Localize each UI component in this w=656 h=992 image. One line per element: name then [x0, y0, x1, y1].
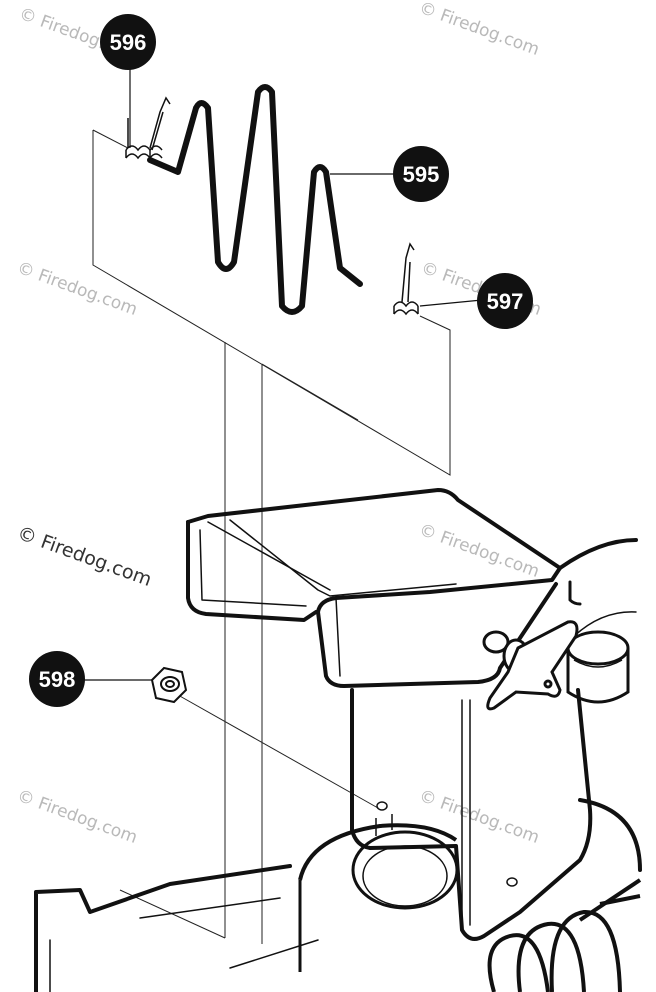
watermark-faint: © Firedog.com [14, 786, 140, 848]
svg-text:596: 596 [110, 30, 147, 55]
guide-diagonal [261, 363, 359, 421]
watermark-faint: © Firedog.com [14, 258, 140, 320]
chute-assembly [34, 488, 642, 992]
watermark-layer: © Firedog.com © Firedog.com © Firedog.co… [14, 0, 544, 848]
callout-595[interactable]: 595 [393, 146, 449, 202]
bolt-holes [376, 801, 518, 887]
fuel-cap [566, 630, 630, 704]
leader-597 [419, 299, 483, 307]
callout-596[interactable]: 596 [100, 14, 156, 70]
impeller [487, 878, 642, 992]
watermark-faint: © Firedog.com [416, 520, 542, 582]
callout-598[interactable]: 598 [29, 651, 85, 707]
spring-wire [147, 84, 363, 315]
torsion-spring-597 [393, 242, 419, 316]
nut-598 [150, 666, 188, 704]
svg-text:595: 595 [403, 162, 440, 187]
svg-text:597: 597 [487, 289, 524, 314]
leader-lines [78, 66, 483, 681]
watermark-main: © Firedog.com [14, 522, 154, 591]
torsion-spring-596 [125, 96, 171, 160]
guide-top-edge [92, 129, 129, 149]
callout-597[interactable]: 597 [477, 273, 533, 329]
guide-parallelogram [92, 130, 451, 476]
crank-knob [482, 620, 579, 711]
svg-text:598: 598 [39, 667, 76, 692]
watermark-faint: © Firedog.com [416, 0, 542, 60]
chute-ring [298, 814, 459, 972]
guide-lines [92, 129, 451, 944]
guide-nut-line [177, 694, 379, 809]
